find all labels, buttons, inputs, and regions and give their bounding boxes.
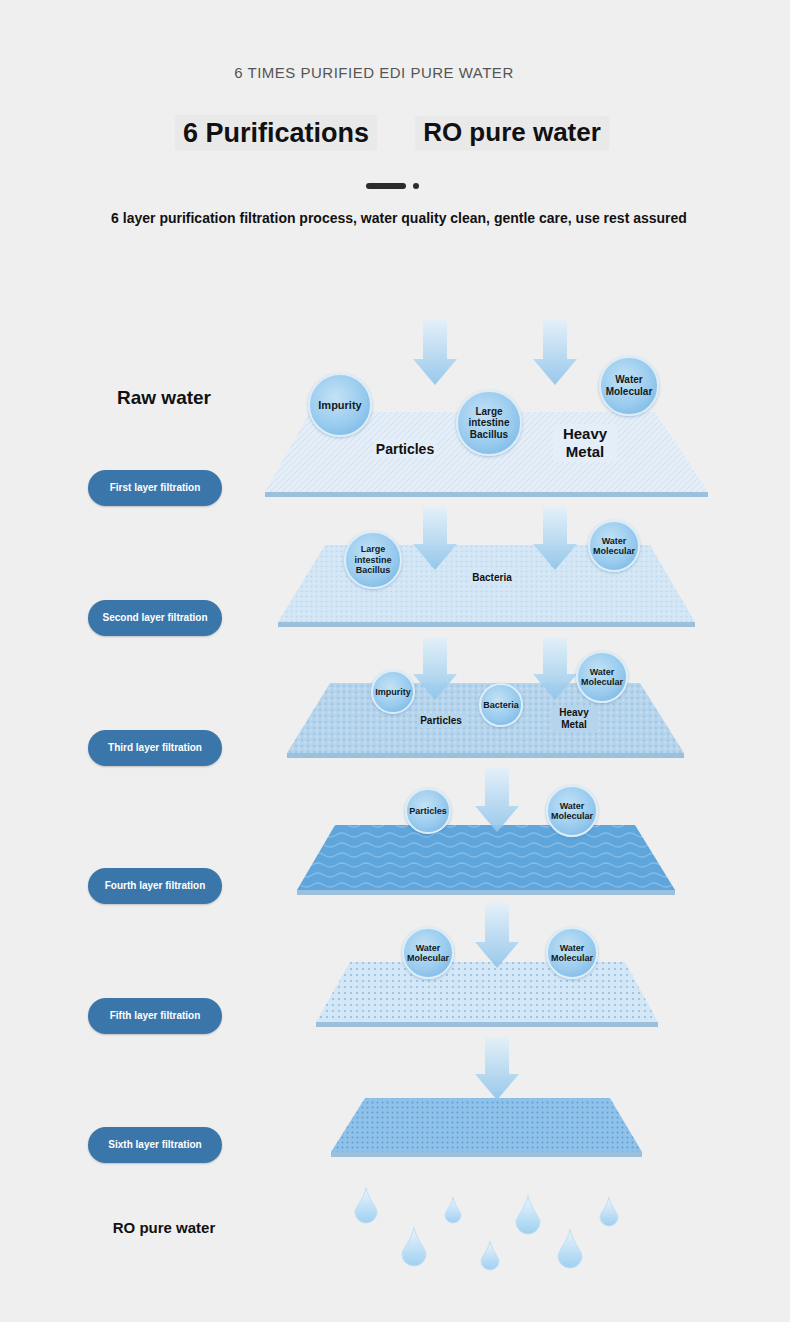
water-drop (445, 1197, 461, 1223)
contaminant-label: Heavy Metal (553, 424, 617, 462)
badge-text: Third layer filtration (108, 742, 202, 754)
badge-text: Sixth layer filtration (108, 1139, 201, 1151)
divider-dot (413, 183, 419, 189)
flow-arrow (413, 320, 457, 385)
particle-circle: Bacteria (479, 683, 522, 726)
contaminant-label: Particles (417, 714, 465, 728)
stage-label: RO pure water (113, 1219, 216, 1237)
water-drop (481, 1241, 499, 1270)
badge-text: Second layer filtration (102, 612, 207, 624)
filter-sheet (331, 1098, 642, 1157)
particle-circle: Particles (405, 788, 450, 833)
badge-text: Fourth layer filtration (105, 880, 206, 892)
subtitle: 6 layer purification filtration process,… (111, 210, 687, 227)
flow-arrow (475, 903, 519, 968)
heading: RO pure water (415, 115, 609, 150)
contaminant-label: Bacteria (469, 571, 514, 585)
particle-circle: Large intestine Bacillus (456, 390, 521, 455)
flow-arrow (533, 320, 577, 385)
sheet-surface (287, 683, 684, 753)
circle-text: Impurity (318, 399, 361, 412)
sheet-edge (331, 1152, 642, 1157)
flow-arrow (533, 507, 577, 570)
sheet-edge (287, 753, 684, 758)
sheet-edge (316, 1022, 658, 1027)
sheet-edge (265, 492, 708, 497)
circle-text: Water Molecular (602, 374, 655, 397)
layer-badge: Sixth layer filtration (88, 1127, 222, 1163)
sheet-edge (278, 622, 695, 627)
top-title: 6 TIMES PURIFIED EDI PURE WATER (234, 64, 513, 81)
stage-label: Raw water (117, 387, 211, 410)
water-drop (355, 1188, 377, 1223)
circle-text: Water Molecular (404, 943, 452, 964)
circle-text: Water Molecular (548, 943, 596, 964)
sheet-surface (297, 825, 675, 890)
circle-text: Large intestine Bacillus (460, 406, 519, 441)
layer-badge: Fifth layer filtration (88, 998, 222, 1034)
flow-arrow (475, 1037, 519, 1100)
layer-badge: Fourth layer filtration (88, 868, 222, 904)
circle-text: Impurity (375, 687, 411, 697)
contaminant-label: Heavy Metal (551, 706, 597, 732)
circle-text: Water Molecular (590, 536, 638, 557)
particle-circle: Large intestine Bacillus (344, 531, 402, 589)
flow-arrow (533, 637, 577, 700)
circle-text: Bacteria (483, 700, 519, 710)
water-drop (558, 1230, 582, 1268)
particle-circle: Impurity (371, 670, 415, 714)
sheet-edge (297, 890, 675, 895)
particle-circle: Water Molecular (599, 356, 658, 415)
sheet-surface (316, 962, 658, 1022)
badge-text: Fifth layer filtration (110, 1010, 201, 1022)
flow-arrow (475, 768, 519, 832)
sheet-surface (331, 1098, 642, 1152)
water-drop (600, 1197, 618, 1226)
heading: 6 Purifications (175, 115, 377, 151)
water-drop (402, 1228, 426, 1266)
circle-text: Water Molecular (578, 667, 626, 688)
water-drop (516, 1196, 540, 1234)
circle-text: Large intestine Bacillus (347, 544, 399, 575)
flow-arrow (413, 637, 457, 700)
badge-text: First layer filtration (110, 482, 201, 494)
circle-text: Particles (409, 806, 447, 816)
divider-bar (366, 183, 406, 189)
filter-sheet (297, 825, 675, 895)
flow-arrow (413, 507, 457, 570)
filter-sheet (316, 962, 658, 1027)
layer-badge: First layer filtration (88, 470, 222, 506)
layer-badge: Third layer filtration (88, 730, 222, 766)
particle-circle: Impurity (308, 373, 372, 437)
layer-badge: Second layer filtration (88, 600, 222, 636)
circle-text: Water Molecular (548, 801, 596, 822)
filter-sheet (287, 683, 684, 758)
contaminant-label: Particles (373, 440, 437, 459)
